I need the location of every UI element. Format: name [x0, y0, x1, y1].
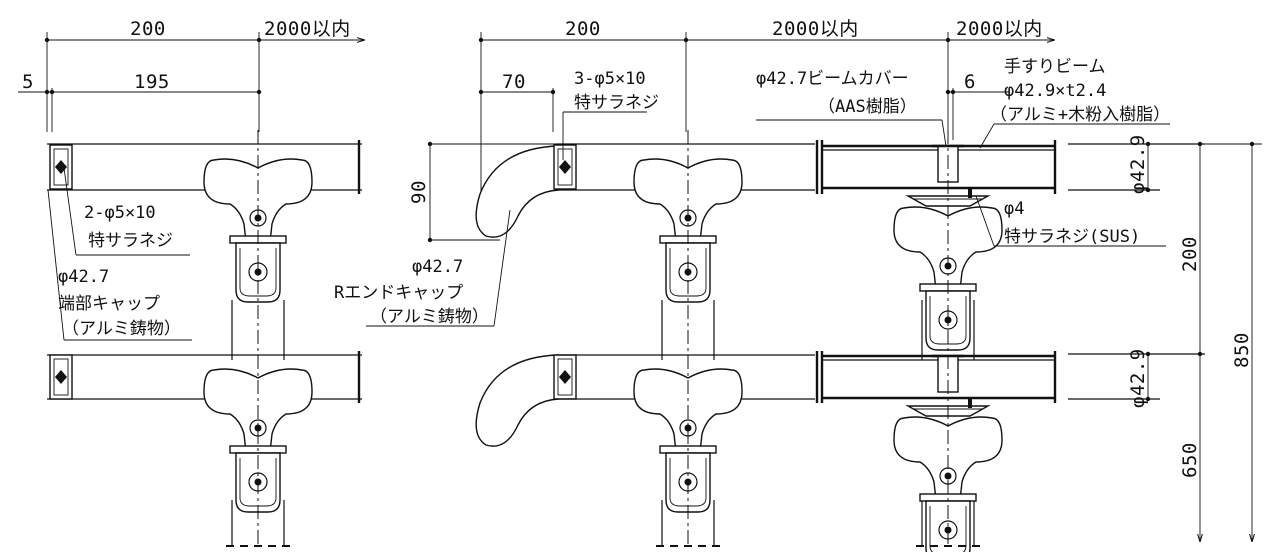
dim-90: 90: [408, 180, 430, 204]
label-screw-c-1: φ4: [1004, 199, 1024, 219]
dim-650-vertical: 650: [1179, 442, 1201, 478]
bracket-right-top: [893, 206, 1003, 351]
dim-5: 5: [22, 71, 34, 93]
label-endcap-2: 端部キャップ: [58, 294, 160, 314]
label-screw-b-2: 特サラネジ: [574, 93, 659, 113]
label-beam-1: 手すりビーム: [1004, 57, 1106, 77]
end-cap-top: [49, 144, 73, 190]
dim-200-left: 200: [130, 18, 166, 40]
label-cover-2: （AAS樹脂）: [818, 97, 917, 117]
label-screw-a-2: 特サラネジ: [88, 231, 173, 251]
r-end-cap-bottom: [475, 354, 559, 447]
dim-phi429-bot: φ42.9: [1127, 348, 1149, 408]
dim-70: 70: [502, 71, 526, 93]
label-cover-1: φ42.7ビームカバー: [756, 69, 909, 89]
r-end-cap-top: [475, 145, 559, 238]
dim-2000-left: 2000以内: [264, 18, 351, 40]
label-rcap-1: φ42.7: [412, 257, 463, 277]
label-beam-3: （アルミ+木粉入樹脂）: [990, 105, 1170, 125]
left-view: 200 2000以内 5 195 2-φ5×10 特サラネジ φ42.7 端部キ…: [18, 18, 365, 547]
dim-850-vertical: 850: [1231, 332, 1253, 368]
end-cap-bottom: [49, 354, 73, 400]
label-endcap-1: φ42.7: [58, 267, 109, 287]
dim-phi429-top: φ42.9: [1127, 134, 1149, 194]
label-screw-c-2: 特サラネジ(SUS): [1004, 227, 1140, 247]
dim-2000-right: 2000以内: [956, 18, 1043, 40]
right-view: 2000以内 6: [756, 18, 1262, 552]
dim-2000-mid: 2000以内: [772, 18, 859, 40]
r-cap-insert-top: [553, 144, 577, 190]
dim-200-mid: 200: [565, 18, 601, 40]
dim-6: 6: [964, 71, 976, 93]
label-rcap-2: Rエンドキャップ: [334, 283, 463, 303]
label-beam-2: φ42.9×t2.4: [1004, 81, 1106, 101]
r-cap-insert-bottom: [553, 354, 577, 400]
label-screw-a-1: 2-φ5×10: [84, 203, 156, 223]
label-rcap-3: （アルミ鋳物）: [370, 307, 489, 327]
middle-view: 200 2000以内 70 90 3-φ5×10 特サラネジ: [334, 18, 1055, 547]
label-screw-b-1: 3-φ5×10: [574, 69, 646, 89]
label-endcap-3: （アルミ鋳物）: [62, 319, 181, 339]
dim-200-vertical: 200: [1179, 236, 1201, 272]
dim-195: 195: [134, 71, 170, 93]
